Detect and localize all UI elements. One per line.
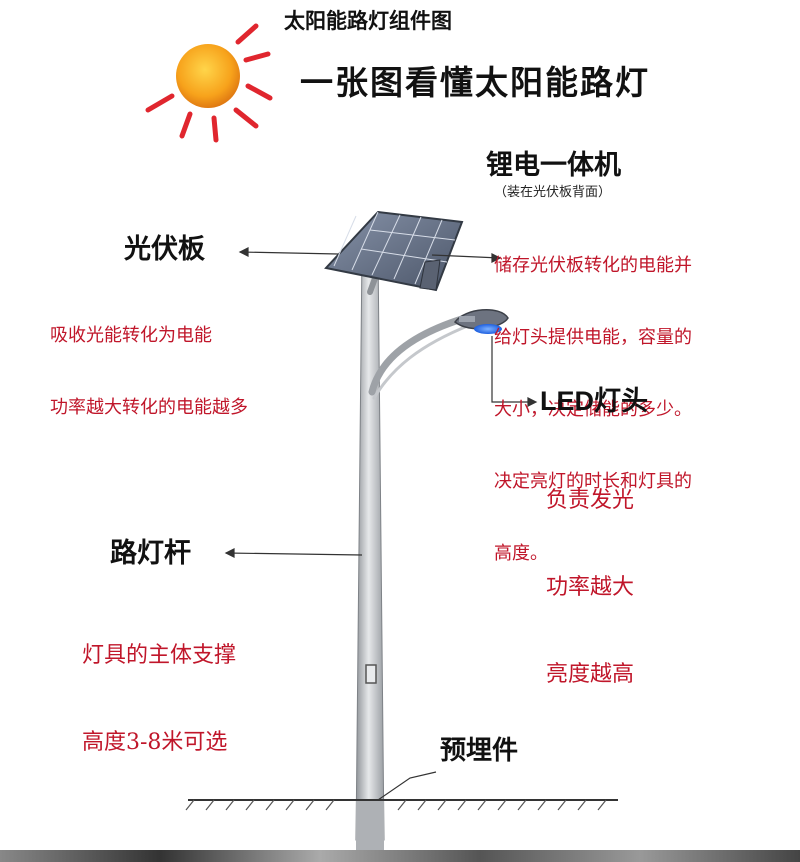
solar-panel-label: 光伏板 [124, 234, 205, 265]
battery-arrow-icon [491, 253, 502, 263]
led-head-desc-line-2: 功率越大 [546, 575, 635, 600]
led-head-desc-line-1: 负责发光 [546, 488, 635, 513]
battery-note: （装在光伏板背面） [494, 185, 612, 200]
small-title: 太阳能路灯组件图 [284, 8, 452, 33]
battery-desc-line-5: 高度。 [494, 543, 548, 564]
pole-description: 灯具的主体支撑 高度3-8米可选 [82, 583, 236, 786]
callout-arrows [224, 247, 538, 801]
pole-arrow-icon [224, 548, 235, 558]
led-head-label: LED灯头 [540, 386, 648, 416]
solar-panel-desc-line-1: 吸收光能转化为电能 [50, 325, 212, 346]
battery-label: 锂电一体机 [486, 150, 621, 181]
main-title: 一张图看懂太阳能路灯 [300, 63, 650, 102]
street-light-pole [355, 249, 472, 850]
pole-desc-line-1: 灯具的主体支撑 [82, 643, 237, 668]
pole-desc-line-2: 高度3-8米可选 [82, 730, 228, 755]
led-head-pointer [491, 336, 532, 403]
battery-description: 储存光伏板转化的电能并 给灯头提供电能，容量的 大小，决定储能的多少。 决定亮灯… [494, 206, 692, 590]
sun-icon [145, 23, 273, 143]
battery-desc-line-3: 大小，决定储能的多少。 [494, 399, 692, 420]
foundation-pointer [377, 771, 437, 801]
solar-panel-pointer [239, 251, 339, 255]
solar-panel-desc-line-2: 功率越大转化的电能越多 [50, 397, 248, 418]
battery-desc-line-1: 储存光伏板转化的电能并 [494, 255, 692, 276]
solar-panel-icon [324, 210, 464, 292]
pole-pointer [225, 552, 363, 556]
pole-label: 路灯杆 [110, 538, 191, 569]
led-head-desc-line-3: 亮度越高 [546, 662, 635, 687]
battery-pointer [431, 254, 501, 259]
foundation-label: 预埋件 [440, 736, 519, 766]
ground-line [185, 799, 618, 811]
battery-desc-line-2: 给灯头提供电能，容量的 [494, 327, 692, 348]
solar-panel-description: 吸收光能转化为电能 功率越大转化的电能越多 [50, 276, 248, 444]
led-head-arrow-icon [527, 397, 538, 407]
bottom-photo-strip [0, 850, 800, 862]
solar-panel-arrow-icon [238, 247, 249, 257]
battery-desc-line-4: 决定亮灯的时长和灯具的 [494, 471, 692, 492]
led-head-description: 负责发光 功率越大 亮度越高 [546, 428, 634, 718]
led-lamp-head-icon [453, 308, 509, 334]
